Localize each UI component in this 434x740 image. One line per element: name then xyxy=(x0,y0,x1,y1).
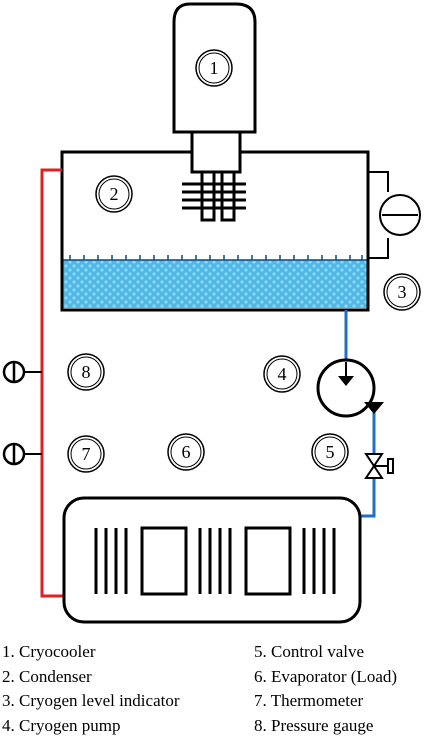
callout-7: 7 xyxy=(67,435,105,473)
cryogen-vessel xyxy=(60,150,370,312)
callout-6: 6 xyxy=(167,433,205,471)
control-valve xyxy=(364,453,394,479)
liquid-cryogen xyxy=(62,260,368,308)
legend-item-level-indicator: 3. Cryogen level indicator xyxy=(2,691,180,710)
condenser xyxy=(182,170,246,222)
liquid-surface-ticks xyxy=(69,255,363,260)
callout-8: 8 xyxy=(67,353,105,391)
callout-5: 5 xyxy=(311,433,349,471)
legend-item-condenser: 2. Condenser xyxy=(2,666,92,686)
callout-3: 3 xyxy=(383,273,421,311)
callout-8-label: 8 xyxy=(82,362,91,382)
callout-4-label: 4 xyxy=(278,364,287,384)
cryogen-feed-line xyxy=(360,406,376,518)
callout-5-label: 5 xyxy=(326,442,335,462)
legend-item-pump: 4. Cryogen pump xyxy=(2,715,121,735)
legend-item-pressure-gauge: 8. Pressure gauge xyxy=(254,715,374,735)
cryogen-pump xyxy=(316,358,384,418)
callout-1: 1 xyxy=(195,49,233,87)
callout-2: 2 xyxy=(95,175,133,213)
callout-2-label: 2 xyxy=(110,184,119,204)
legend-left-column: 1. Cryocooler 2. Condenser 3. Cryogen le… xyxy=(2,640,180,738)
callout-4: 4 xyxy=(263,355,301,393)
cryogen-level-indicator xyxy=(368,171,421,259)
legend-item-control-valve: 5. Control valve xyxy=(254,642,365,661)
legend-item-evaporator: 6. Evaporator (Load) xyxy=(254,666,398,686)
pressure-gauge xyxy=(2,360,42,384)
legend-item-thermometer: 7. Thermometer xyxy=(254,691,364,710)
callout-7-label: 7 xyxy=(82,444,91,464)
callout-3-label: 3 xyxy=(398,282,407,302)
cryocooler xyxy=(172,2,257,174)
legend-item-cryocooler: 1. Cryocooler xyxy=(2,642,96,661)
vapor-return-line xyxy=(40,168,64,598)
callout-6-label: 6 xyxy=(182,442,191,462)
thermometer xyxy=(2,442,42,466)
evaporator xyxy=(62,496,362,624)
legend-right-column: 5. Control valve 6. Evaporator (Load) 7.… xyxy=(254,640,397,738)
callout-1-label: 1 xyxy=(210,58,219,78)
